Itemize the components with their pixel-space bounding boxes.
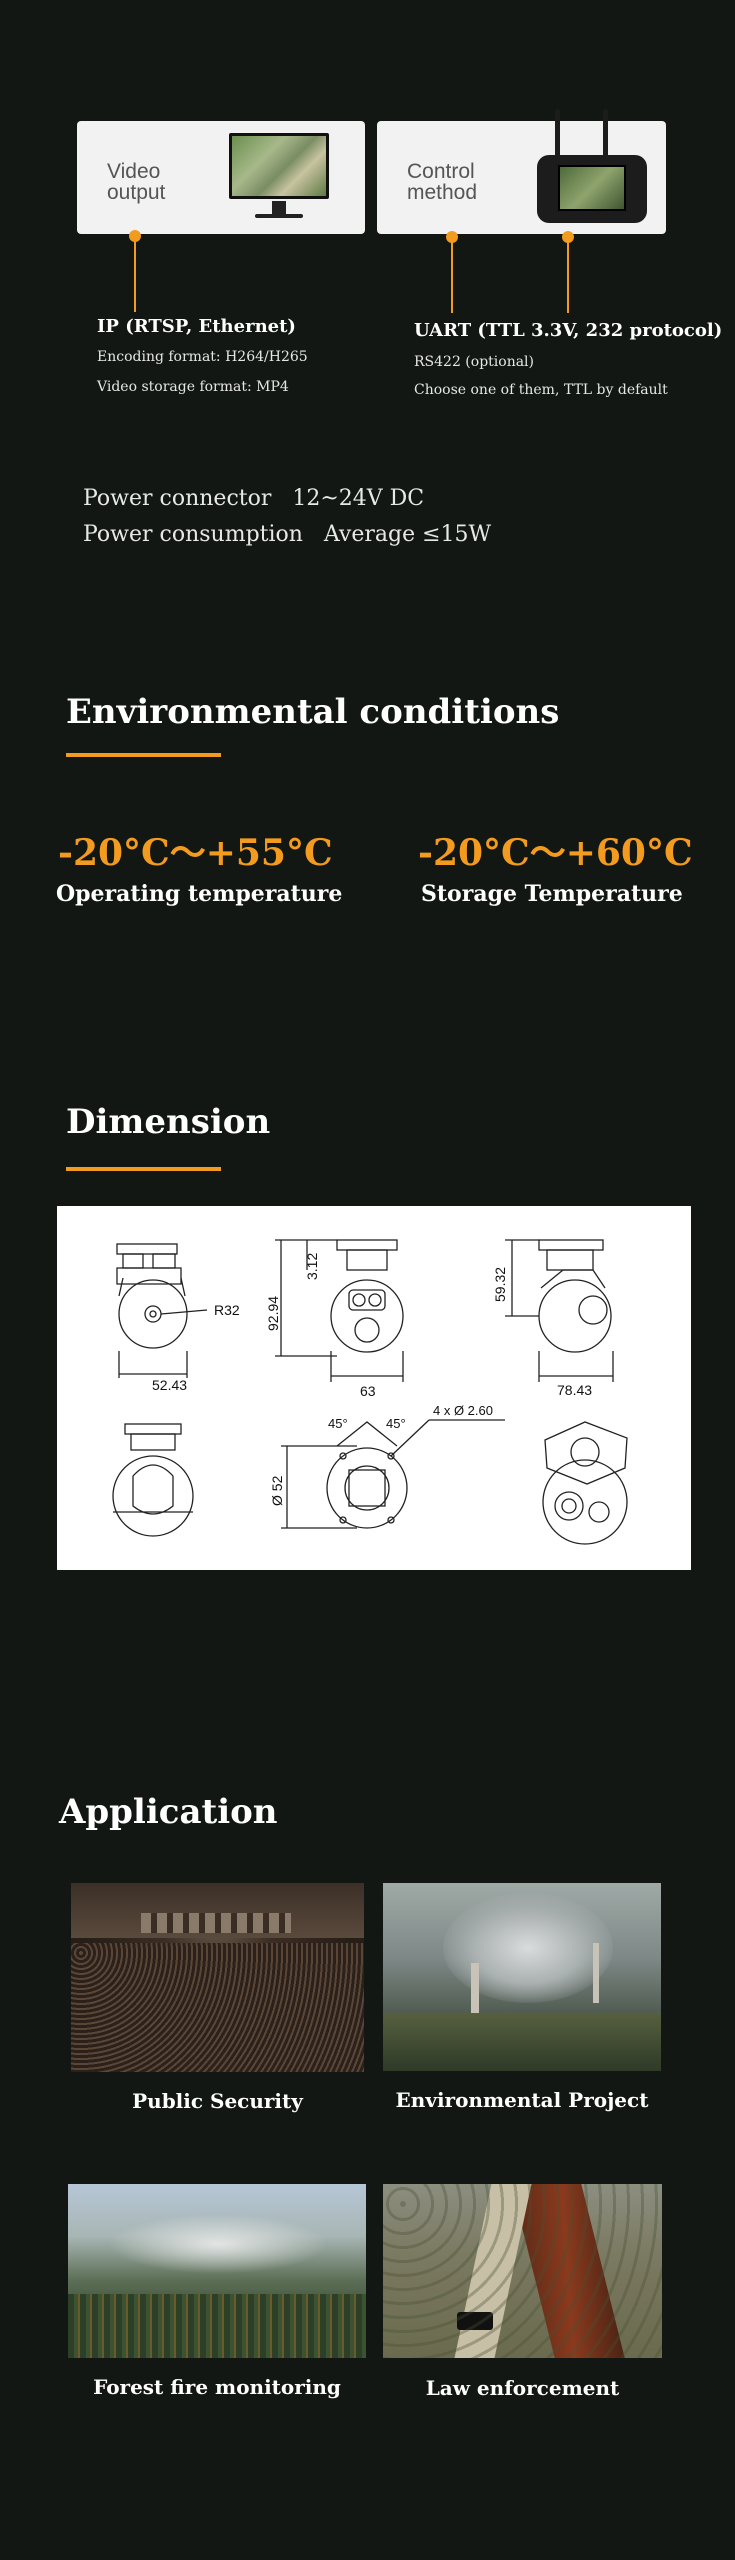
uart-pin-line-right	[567, 237, 569, 313]
dimension-drawing-svg: R32 52.43 92.94 3.12 63	[112, 1239, 628, 1545]
ip-line-1: Encoding format: H264/H265	[97, 349, 308, 365]
dim-45-left: 45°	[328, 1416, 348, 1431]
uart-title: UART (TTL 3.3V, 232 protocol)	[414, 320, 723, 341]
monitor-icon	[229, 133, 329, 199]
back-view	[112, 1423, 194, 1537]
dim-59-32: 59.32	[492, 1267, 508, 1302]
dim-45-right: 45°	[386, 1416, 406, 1431]
environmental-project-label: Environmental Project	[395, 2088, 649, 2112]
dim-holes: 4 x Ø 2.60	[433, 1403, 493, 1418]
operating-temperature-label: Operating temperature	[56, 881, 343, 907]
ip-line-2: Video storage format: MP4	[97, 379, 289, 395]
bottom-view	[281, 1419, 505, 1529]
uart-line-1: RS422 (optional)	[414, 354, 534, 370]
dim-78-43: 78.43	[557, 1382, 592, 1398]
ip-pin-line	[134, 236, 136, 312]
dimension-drawing: R32 52.43 92.94 3.12 63	[57, 1206, 691, 1570]
application-heading: Application	[59, 1792, 278, 1832]
environment-heading-underline	[66, 753, 221, 757]
isometric-view	[542, 1421, 628, 1545]
dim-92-94: 92.94	[265, 1296, 281, 1331]
dim-52-43: 52.43	[152, 1377, 187, 1393]
forest-fire-monitoring-label: Forest fire monitoring	[93, 2375, 341, 2399]
environment-heading: Environmental conditions	[66, 692, 560, 732]
power-connector: Power connector 12~24V DC	[83, 486, 425, 511]
front-view	[275, 1239, 404, 1382]
uart-pin-line-left	[451, 237, 453, 313]
dim-3-12: 3.12	[304, 1253, 320, 1280]
dim-r32: R32	[214, 1302, 240, 1318]
storage-temperature-label: Storage Temperature	[421, 881, 683, 907]
storage-temperature-value: -20°C〜+60°C	[418, 832, 693, 874]
environmental-project-image	[383, 1883, 661, 2071]
side-view-left	[116, 1243, 208, 1378]
law-enforcement-image	[383, 2184, 662, 2358]
law-enforcement-label: Law enforcement	[425, 2376, 620, 2400]
antenna-left	[555, 109, 560, 163]
side-view-right	[505, 1239, 614, 1382]
ip-title: IP (RTSP, Ethernet)	[97, 316, 296, 337]
public-security-image	[71, 1883, 364, 2072]
uart-line-2: Choose one of them, TTL by default	[414, 382, 668, 398]
power-consumption: Power consumption Average ≤15W	[83, 522, 492, 547]
dim-52: Ø 52	[269, 1475, 285, 1506]
dim-63: 63	[360, 1383, 376, 1399]
dimension-heading: Dimension	[66, 1102, 271, 1142]
antenna-right	[603, 109, 608, 163]
public-security-label: Public Security	[132, 2089, 303, 2113]
dimension-heading-underline	[66, 1167, 221, 1171]
forest-fire-monitoring-image	[68, 2184, 366, 2358]
operating-temperature-value: -20°C〜+55°C	[58, 832, 333, 874]
